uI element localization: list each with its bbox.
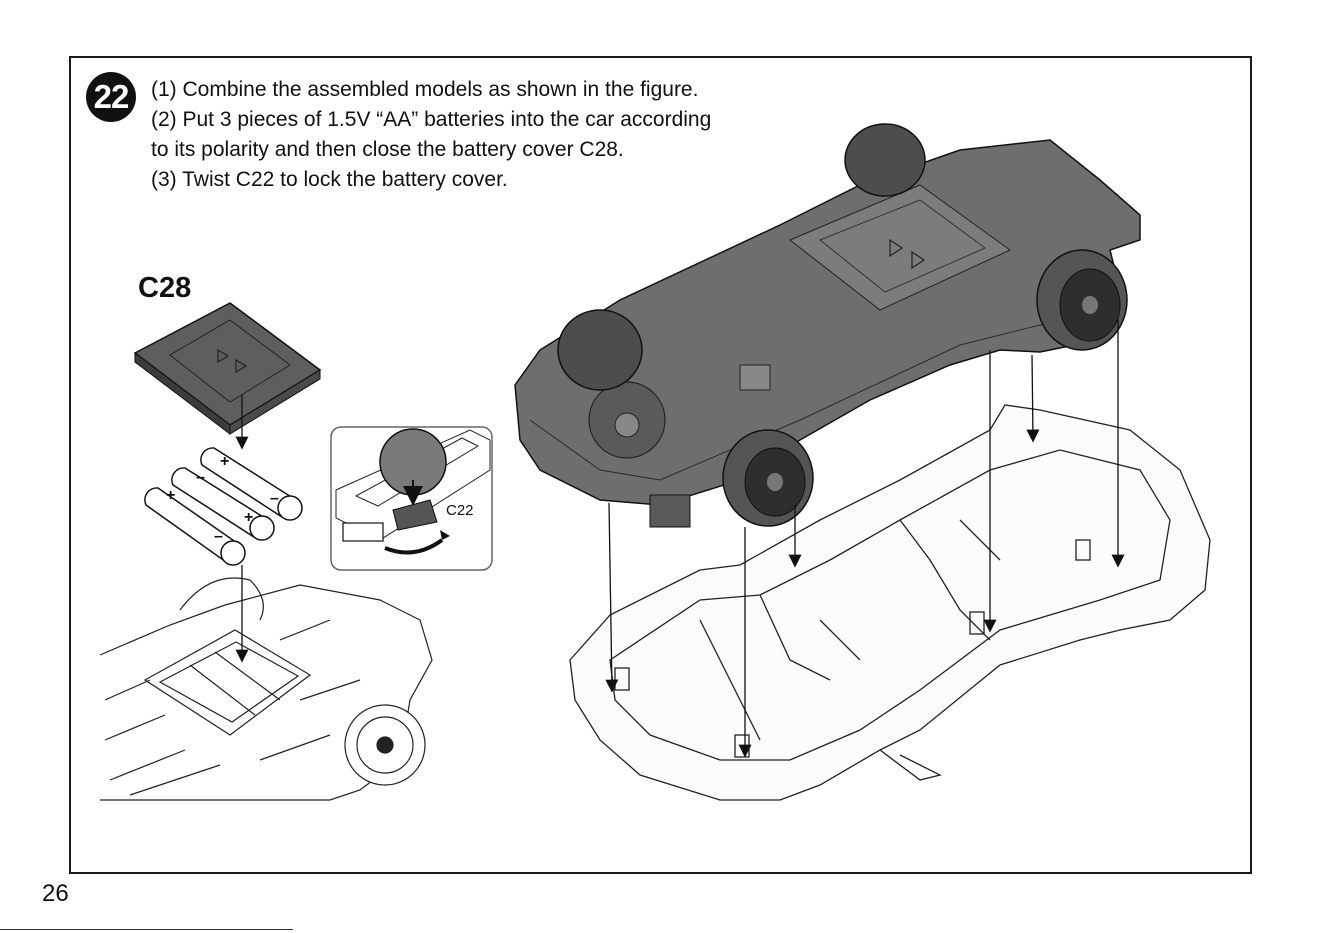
battery-minus-sign: –	[270, 490, 279, 507]
page-number: 26	[42, 880, 69, 908]
c22-detail-inset	[331, 427, 492, 570]
battery-cover-c28	[135, 303, 320, 434]
part-label-c22: C22	[446, 502, 474, 519]
battery-plus-sign: +	[220, 453, 229, 470]
battery-plus-sign: +	[166, 487, 175, 504]
part-label-c28: C28	[138, 272, 191, 305]
battery-plus-sign: +	[244, 509, 253, 526]
battery-minus-sign: –	[196, 469, 205, 486]
battery-minus-sign: –	[214, 528, 223, 545]
footer-rule	[0, 929, 293, 930]
battery-compartment-view	[100, 578, 432, 800]
